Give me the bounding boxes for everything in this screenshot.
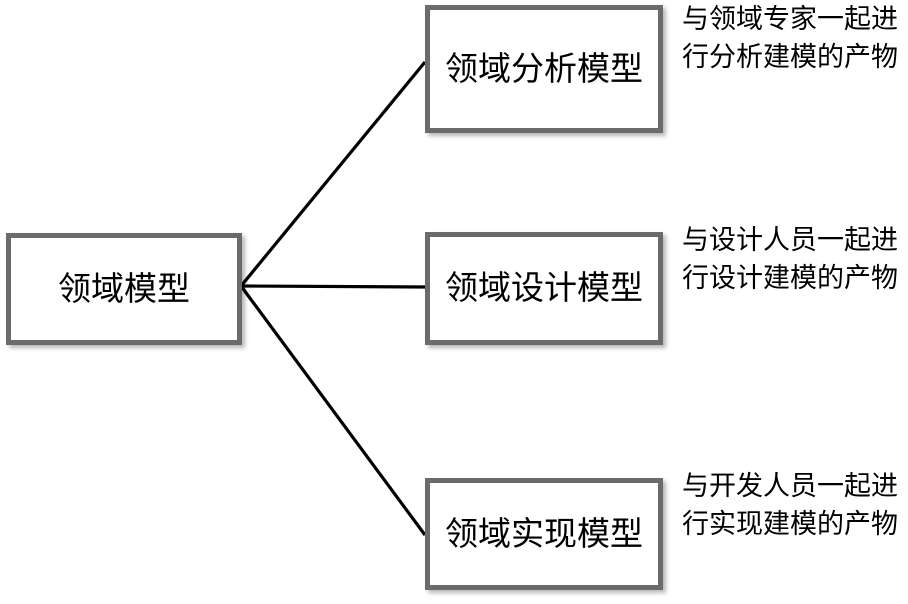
note-domain-analysis-model: 与领域专家一起进行分析建模的产物 xyxy=(682,4,898,73)
connector-root-to-design xyxy=(240,284,426,289)
node-domain-model[interactable]: 领域模型 xyxy=(6,233,242,345)
node-domain-model-label: 领域模型 xyxy=(58,268,190,308)
node-domain-analysis-model[interactable]: 领域分析模型 xyxy=(425,5,663,133)
node-domain-implementation-model-label: 领域实现模型 xyxy=(445,513,643,553)
node-domain-design-model-label: 领域设计模型 xyxy=(445,268,643,308)
connector-root-to-implementation xyxy=(239,285,427,536)
node-domain-analysis-model-label: 领域分析模型 xyxy=(445,48,643,88)
connector-root-to-analysis xyxy=(239,60,427,288)
note-domain-design-model: 与设计人员一起进行设计建模的产物 xyxy=(682,225,898,294)
note-domain-implementation-model: 与开发人员一起进行实现建模的产物 xyxy=(682,471,898,540)
node-domain-implementation-model[interactable]: 领域实现模型 xyxy=(425,478,663,590)
node-domain-design-model[interactable]: 领域设计模型 xyxy=(425,232,663,345)
